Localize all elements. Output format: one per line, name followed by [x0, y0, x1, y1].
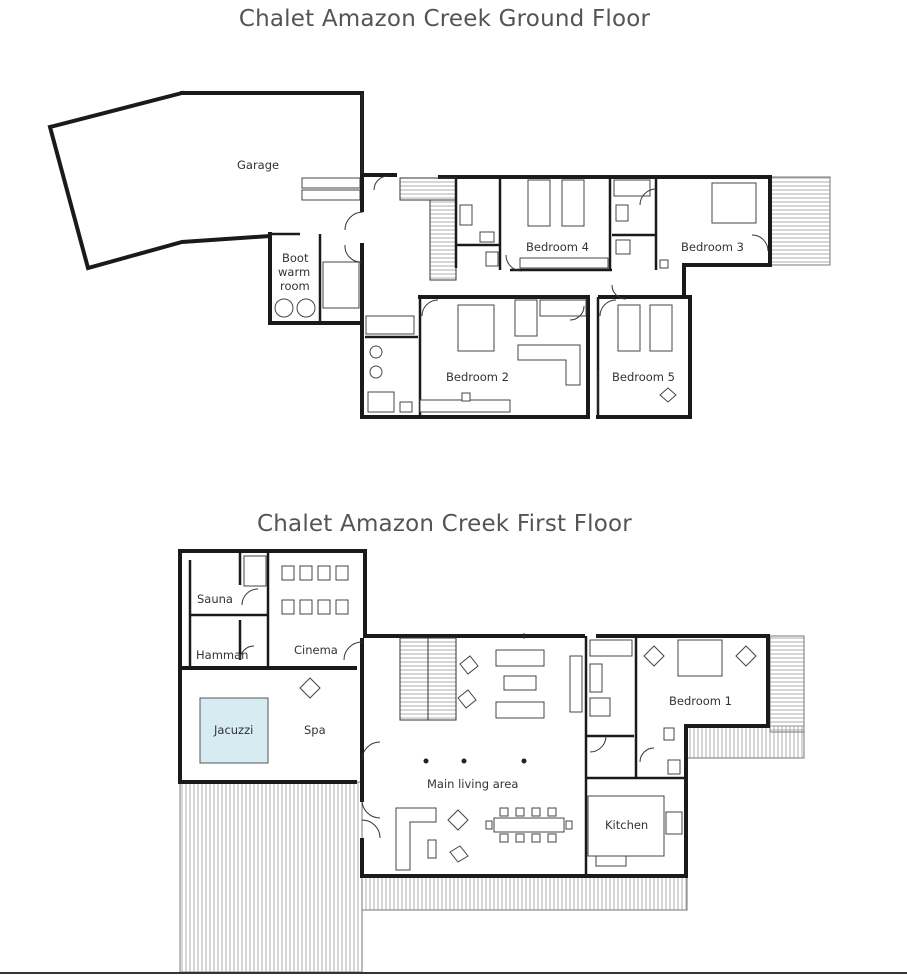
main-living-area-label: Main living area	[427, 777, 518, 791]
bedroom-3-label: Bedroom 3	[681, 240, 744, 254]
garage-label: Garage	[237, 158, 279, 172]
bedroom-4-label: Bedroom 4	[526, 240, 589, 254]
cinema-label: Cinema	[294, 643, 338, 657]
first-deck-southwest	[179, 781, 363, 973]
bedroom-2-label: Bedroom 2	[446, 370, 509, 384]
boot-room-label-1: Boot	[282, 251, 309, 265]
ground-south-walls	[360, 173, 692, 419]
spa-label: Spa	[304, 723, 326, 737]
boot-room-walls	[268, 232, 364, 325]
sauna-label: Sauna	[197, 592, 233, 606]
ground-deck-east	[769, 176, 831, 266]
jacuzzi-tub	[199, 697, 269, 764]
kitchen-label: Kitchen	[605, 818, 648, 832]
boot-room-label-2: warm	[278, 265, 310, 279]
bedroom-5-label: Bedroom 5	[612, 370, 675, 384]
hamman-label: Hamman	[196, 648, 248, 662]
jacuzzi-label: Jacuzzi	[213, 723, 253, 737]
ground-floor-plan: Garage Boot warm room Bedroom 4 Bedroom …	[47, 90, 831, 419]
first-floor-outer-walls	[178, 549, 770, 878]
first-floor-plan: Sauna Hamman Cinema Jacuzzi Spa Main liv…	[178, 549, 805, 973]
boot-room-label-3: room	[280, 279, 310, 293]
ground-north-walls	[360, 173, 772, 299]
first-deck-south	[361, 875, 688, 911]
bottom-divider	[0, 972, 907, 974]
kitchen-island	[587, 795, 665, 857]
bedroom-1-label: Bedroom 1	[669, 694, 732, 708]
ground-floor-title: Chalet Amazon Creek Ground Floor	[238, 6, 651, 32]
first-floor-title: Chalet Amazon Creek First Floor	[257, 511, 632, 537]
